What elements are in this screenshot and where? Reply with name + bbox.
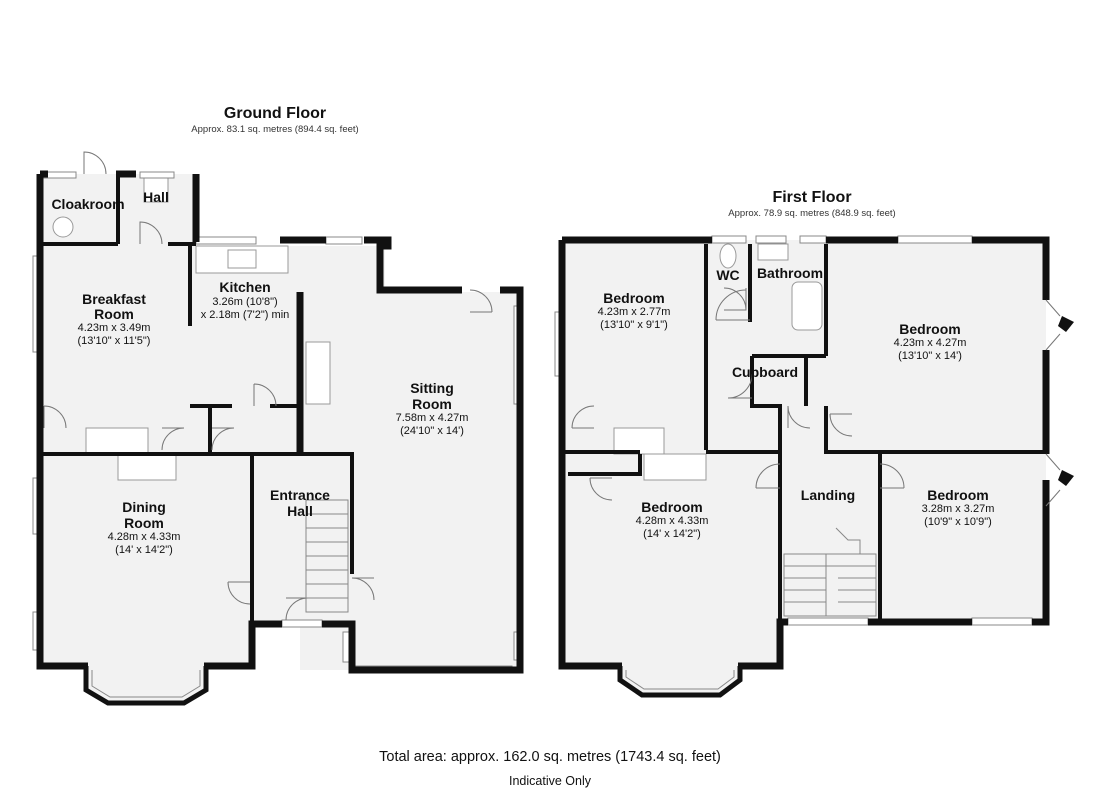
- landing-label: Landing: [801, 487, 855, 503]
- dining-fireplace: [117, 453, 177, 481]
- dining-room-label-2: Room: [124, 515, 164, 531]
- first-floor-bay-caps: [1058, 316, 1074, 486]
- ground-floor-partitions: [40, 174, 354, 624]
- first-floor-doors: [571, 287, 1061, 507]
- hall-unit: [143, 175, 169, 203]
- sitting-room-dim-m: 7.58m x 4.27m: [396, 412, 469, 424]
- dining-room-dim-ft: (14' x 14'2"): [115, 544, 173, 556]
- ground-floor-stairs: [305, 499, 349, 613]
- bedroom-bottom-left-dim-ft: (14' x 14'2"): [643, 528, 701, 540]
- ground-floor-walls: [36, 170, 524, 674]
- bedroom-top-right-dim-ft: (13'10" x 14'): [898, 350, 962, 362]
- bathroom-label: Bathroom: [757, 265, 823, 281]
- kitchen-dim-ft: x 2.18m (7'2") min: [201, 309, 290, 321]
- first-floor-partitions: [562, 244, 1046, 622]
- ground-floor-doors: [43, 151, 493, 621]
- bedroom-bottom-left-dim-m: 4.28m x 4.33m: [636, 515, 709, 527]
- wc-label: WC: [716, 267, 739, 283]
- sitting-room-label-2: Room: [412, 396, 452, 412]
- kitchen-sink: [227, 249, 257, 269]
- bedroom-top-left-dim-m: 4.23m x 2.77m: [598, 306, 671, 318]
- indicative-note: Indicative Only: [509, 774, 591, 788]
- ground-floor-plan: Ground Floor Approx. 83.1 sq. metres (89…: [32, 105, 524, 706]
- entrance-hall-label-1: Entrance: [270, 487, 330, 503]
- ground-floor-fixtures: [52, 175, 331, 481]
- bedroom-bottom-right-dim-ft: (10'9" x 10'9"): [924, 516, 992, 528]
- bathroom-basin: [757, 243, 789, 261]
- wc-toilet: [719, 243, 737, 269]
- first-floor-fill: [562, 240, 1046, 695]
- breakfast-room-dim-m: 4.23m x 3.49m: [78, 322, 151, 334]
- entrance-hall-label-2: Hall: [287, 503, 313, 519]
- bedroom-bottom-left-label: Bedroom: [641, 499, 702, 515]
- first-floor-fixtures: [613, 243, 823, 481]
- bedroom-top-right-label: Bedroom: [899, 321, 960, 337]
- bedroom-chimney: [643, 453, 707, 481]
- first-floor-walls: [558, 236, 1050, 670]
- first-floor-labels: First Floor Approx. 78.9 sq. metres (848…: [598, 189, 995, 540]
- ground-floor-labels: Ground Floor Approx. 83.1 sq. metres (89…: [51, 105, 468, 556]
- dining-room-label-1: Dining: [122, 499, 166, 515]
- breakfast-cabinet: [85, 427, 149, 455]
- sitting-fireplace: [305, 341, 331, 405]
- total-area: Total area: approx. 162.0 sq. metres (17…: [379, 749, 721, 765]
- bedroom-bottom-right-dim-m: 3.28m x 3.27m: [922, 503, 995, 515]
- bath: [791, 281, 823, 331]
- kitchen-dim-m: 3.26m (10'8"): [212, 296, 277, 308]
- first-floor-plan: First Floor Approx. 78.9 sq. metres (848…: [554, 189, 1074, 698]
- breakfast-room-label-2: Room: [94, 306, 134, 322]
- sitting-room-label-1: Sitting: [410, 380, 454, 396]
- first-floor-stairs: [783, 527, 877, 617]
- bedroom-top-right-dim-m: 4.23m x 4.27m: [894, 337, 967, 349]
- ground-floor-area: Approx. 83.1 sq. metres (894.4 sq. feet): [191, 124, 358, 135]
- breakfast-room-dim-ft: (13'10" x 11'5"): [78, 335, 151, 347]
- cloakroom-label: Cloakroom: [51, 196, 124, 212]
- hall-label: Hall: [143, 189, 169, 205]
- first-floor-title: First Floor: [772, 189, 851, 206]
- sitting-room-dim-ft: (24'10" x 14'): [400, 425, 464, 437]
- bedroom-top-left-label: Bedroom: [603, 290, 664, 306]
- dining-bay-window: [83, 666, 209, 706]
- kitchen-label: Kitchen: [219, 279, 270, 295]
- ground-floor-title: Ground Floor: [224, 105, 326, 122]
- bedroom-top-left-dim-ft: (13'10" x 9'1"): [600, 319, 668, 331]
- first-floor-area: Approx. 78.9 sq. metres (848.9 sq. feet): [728, 208, 895, 219]
- cupboard-label: Cupboard: [732, 364, 798, 380]
- dining-room-dim-m: 4.28m x 4.33m: [108, 531, 181, 543]
- bedroom-bay-window: [617, 666, 743, 698]
- bedroom-bottom-right-label: Bedroom: [927, 487, 988, 503]
- breakfast-room-label-1: Breakfast: [82, 291, 146, 307]
- cloakroom-basin: [52, 216, 74, 238]
